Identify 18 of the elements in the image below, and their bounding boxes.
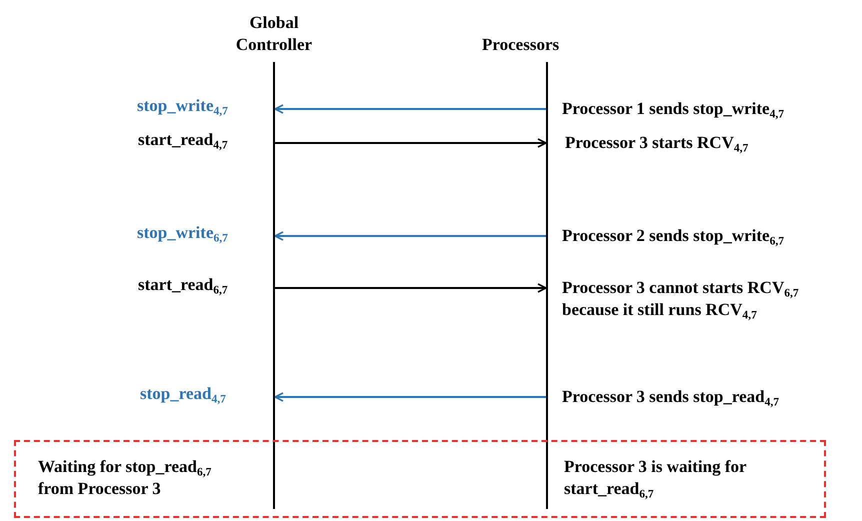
arrow (275, 283, 547, 293)
message-note: Processor 2 sends stop_write$_{6,7}$ (562, 225, 786, 247)
edge-label: stop_read$_{4,7}$ (140, 383, 226, 405)
lifeline-heading: Global Controller (234, 12, 314, 56)
arrow (275, 138, 547, 148)
edge-label: start_read$_{6,7}$ (138, 274, 228, 296)
message-note: Processor 1 sends stop_write$_{4,7}$ (562, 98, 786, 120)
dashed-frame (14, 440, 826, 518)
message-note: Processor 3 cannot starts RCV$_{6,7}$ because it still runs RCV$_{4,7}$ (562, 277, 800, 321)
edge-label: start_read$_{4,7}$ (138, 129, 228, 151)
arrow (274, 392, 546, 402)
lifeline-heading: Processors (482, 34, 560, 56)
edge-label: stop_write$_{4,7}$ (137, 95, 228, 117)
arrow (274, 231, 546, 241)
message-note: Processor 3 sends stop_read$_{4,7}$ (562, 386, 780, 408)
message-note: Processor 3 starts RCV$_{4,7}$ (565, 132, 750, 154)
arrow (274, 104, 546, 114)
edge-label: stop_write$_{6,7}$ (137, 222, 228, 244)
